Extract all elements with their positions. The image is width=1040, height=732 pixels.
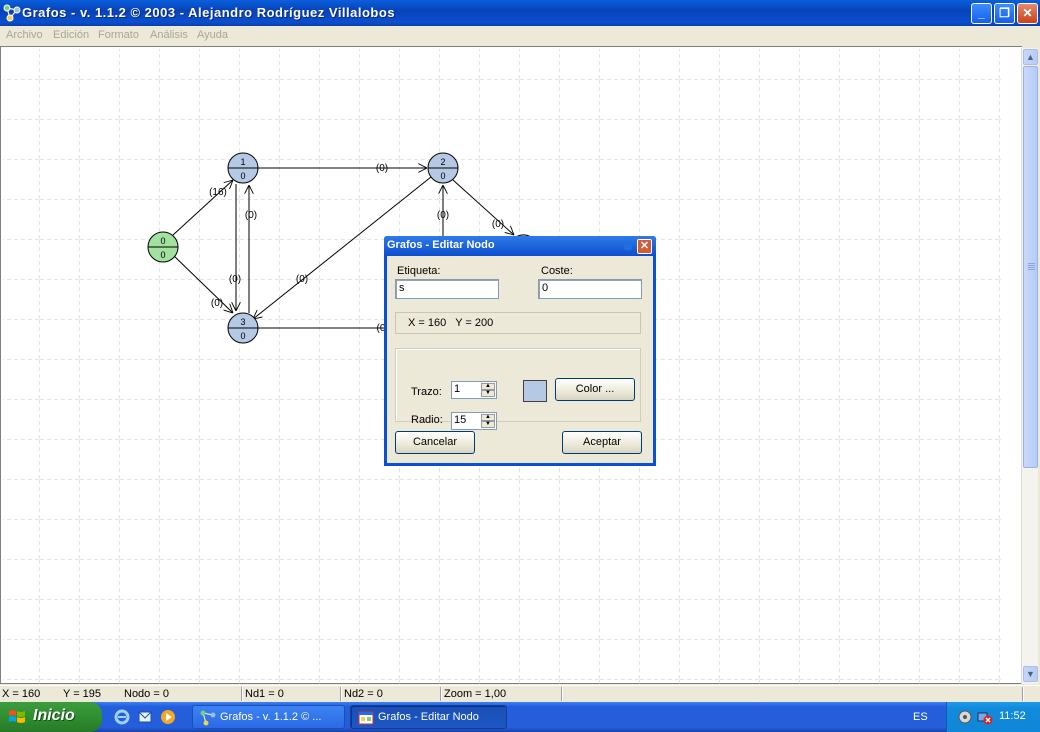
security-alert-icon[interactable]	[977, 709, 993, 725]
radius-caption: Radio:	[411, 414, 443, 426]
dialog-body: Etiqueta: s Coste: 0 X = 160 Y = 200 Tra…	[387, 256, 653, 463]
edge-label-1-2: (0)	[376, 163, 388, 174]
status-nd1: Nd1 = 0	[245, 688, 284, 700]
stroke-stepper[interactable]: 1 ▲ ▼	[451, 381, 497, 399]
task-editar-nodo-label: Grafos - Editar Nodo	[378, 711, 479, 723]
media-player-icon[interactable]	[160, 709, 176, 725]
style-group	[395, 348, 641, 422]
task-editar-nodo[interactable]: Grafos - Editar Nodo	[350, 705, 507, 729]
dialog-help-icon	[624, 242, 632, 250]
edit-node-dialog: Grafos - Editar Nodo ✕ Etiqueta: s Coste…	[384, 236, 656, 466]
edge-0-1[interactable]	[172, 180, 233, 236]
start-label: Inicio	[33, 707, 75, 724]
menu-edicion[interactable]: Edición	[53, 29, 90, 41]
menu-ayuda[interactable]: Ayuda	[197, 29, 228, 41]
title-bar[interactable]: Grafos - v. 1.1.2 © 2003 - Alejandro Rod…	[0, 0, 1040, 26]
edge-label-2-out: (0)	[492, 219, 504, 230]
node-3-cost: 0	[240, 331, 245, 341]
scroll-thumb[interactable]	[1023, 66, 1038, 468]
node-2[interactable]: 2 0	[427, 152, 459, 184]
outlook-express-icon[interactable]	[137, 709, 153, 725]
status-nd2: Nd2 = 0	[344, 688, 383, 700]
radius-value: 15	[454, 414, 467, 426]
maximize-button[interactable]: ❐	[994, 3, 1015, 24]
radius-down-icon[interactable]: ▼	[481, 421, 495, 428]
status-zoom: Zoom = 1,00	[444, 688, 507, 700]
status-node: Nodo = 0	[124, 688, 169, 700]
stroke-down-icon[interactable]: ▼	[481, 390, 495, 397]
radius-up-icon[interactable]: ▲	[481, 414, 495, 421]
accept-button[interactable]: Aceptar	[562, 431, 642, 454]
status-y: Y = 195	[63, 688, 102, 700]
coordinates-display: X = 160 Y = 200	[395, 312, 641, 334]
task-grafos-main-label: Grafos - v. 1.1.2 © ...	[220, 711, 322, 723]
node-color-swatch	[523, 380, 547, 402]
node-1-cost: 0	[240, 171, 245, 181]
dialog-title-bar[interactable]: Grafos - Editar Nodo ✕	[384, 236, 656, 256]
status-bar: X = 160 Y = 195 Nodo = 0 Nd1 = 0 Nd2 = 0…	[0, 685, 1040, 702]
label-caption: Etiqueta:	[397, 265, 441, 277]
node-3-label: 3	[240, 317, 245, 327]
grafos-task-icon	[200, 710, 216, 726]
node-1[interactable]: 1 0	[227, 152, 259, 184]
windows-flag-icon	[9, 710, 25, 723]
edge-label-0-1: (16)	[209, 187, 227, 198]
edge-label-1-3: (0)	[229, 274, 241, 285]
menu-formato[interactable]: Formato	[98, 29, 139, 41]
edge-label-2-3: (0)	[296, 274, 308, 285]
cost-caption: Coste:	[541, 265, 573, 277]
edge-label-0-3: (0)	[211, 298, 223, 309]
scroll-up-icon[interactable]: ▲	[1023, 49, 1038, 65]
radius-stepper[interactable]: 15 ▲ ▼	[451, 412, 497, 430]
dialog-close-button[interactable]: ✕	[637, 239, 652, 254]
scroll-down-icon[interactable]: ▼	[1023, 666, 1038, 682]
menu-analisis[interactable]: Análisis	[150, 29, 188, 41]
language-indicator[interactable]: ES	[913, 711, 928, 723]
menu-archivo[interactable]: Archivo	[6, 29, 43, 41]
network-icon[interactable]	[957, 709, 973, 725]
edge-0-3[interactable]	[172, 254, 233, 313]
label-input[interactable]: s	[395, 279, 499, 299]
node-1-label: 1	[240, 157, 245, 167]
grafos-app-icon	[3, 4, 21, 22]
status-x: X = 160	[2, 688, 41, 700]
menu-bar: Archivo Edición Formato Análisis Ayuda	[0, 26, 1040, 46]
stroke-caption: Trazo:	[411, 386, 442, 398]
internet-explorer-icon[interactable]	[114, 709, 130, 725]
cancel-button[interactable]: Cancelar	[395, 431, 475, 454]
node-2-label: 2	[440, 157, 445, 167]
stroke-up-icon[interactable]: ▲	[481, 383, 495, 390]
minimize-button[interactable]: _	[971, 3, 992, 24]
node-0-cost: 0	[160, 250, 165, 260]
window-task-icon	[358, 711, 374, 725]
clock[interactable]: 11:52	[999, 710, 1026, 722]
edge-label-3-out: (0	[377, 323, 386, 334]
edge-2-3[interactable]	[253, 176, 432, 319]
task-grafos-main[interactable]: Grafos - v. 1.1.2 © ...	[192, 705, 345, 729]
taskbar: Inicio Grafos - v. 1.1.2 © ...	[0, 702, 1040, 732]
start-button[interactable]: Inicio	[0, 702, 102, 732]
edge-label-3-1: (0)	[245, 210, 257, 221]
cost-input[interactable]: 0	[538, 279, 642, 299]
close-button[interactable]: ✕	[1017, 3, 1038, 24]
node-3[interactable]: 3 0	[227, 312, 259, 344]
color-button[interactable]: Color ...	[555, 378, 635, 401]
window-title: Grafos - v. 1.1.2 © 2003 - Alejandro Rod…	[22, 5, 396, 20]
node-2-cost: 0	[440, 171, 445, 181]
dialog-title: Grafos - Editar Nodo	[387, 239, 495, 251]
node-0[interactable]: 0 0	[147, 231, 179, 263]
vertical-scrollbar[interactable]: ▲ ▼	[1021, 48, 1038, 684]
system-tray: 11:52	[946, 702, 1040, 732]
edge-label-to-2: (0)	[437, 210, 449, 221]
node-0-label: 0	[160, 236, 165, 246]
stroke-value: 1	[454, 383, 461, 395]
edge-2-out[interactable]	[452, 179, 514, 235]
